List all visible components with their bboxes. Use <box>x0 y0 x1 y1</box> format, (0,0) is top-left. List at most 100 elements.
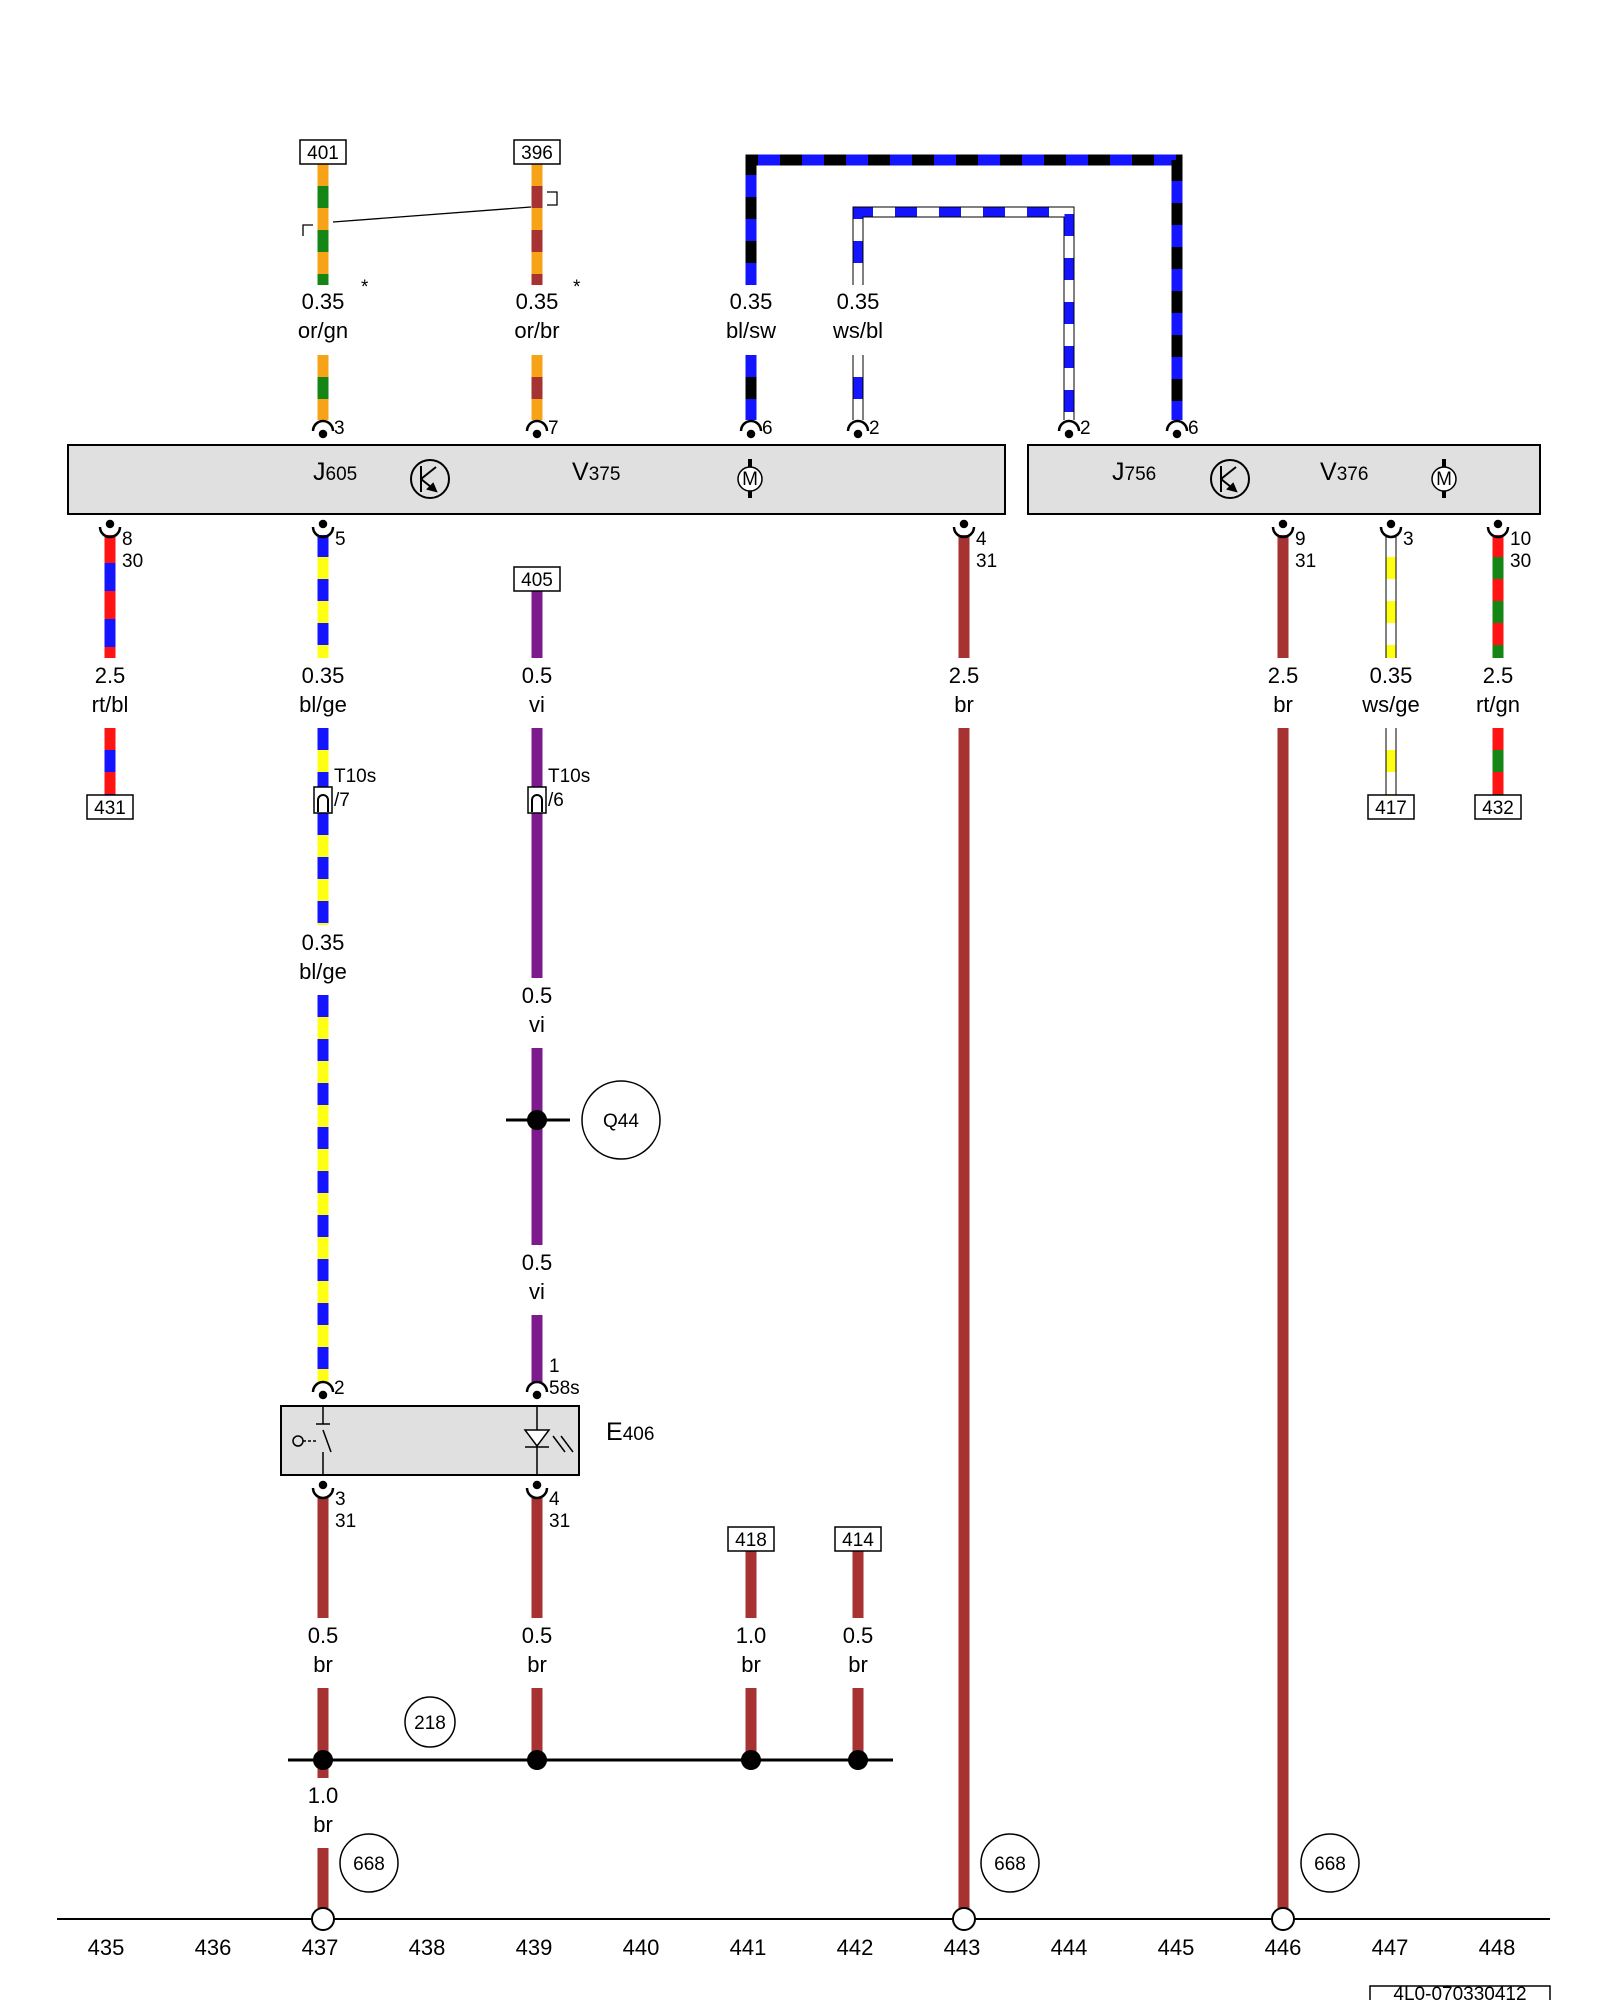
ground-218-label: 218 <box>414 1713 446 1734</box>
wire-color-label: rt/gn <box>1476 692 1520 717</box>
wire-size-label: 1.0 <box>308 1783 339 1808</box>
component-label-v375: V375 <box>572 458 620 486</box>
reference-box-label: 396 <box>521 143 553 164</box>
component-label-j756: J756 <box>1112 458 1156 486</box>
wire-labels: 0.35 * or/gn 0.35 * or/br 0.35 bl/sw 0.3… <box>92 277 1520 1837</box>
wire-size-label: 2.5 <box>949 663 980 688</box>
ground-points <box>311 1907 1295 1931</box>
wire-size-label: 0.35 <box>302 289 345 314</box>
pin-connector-icon <box>846 419 870 432</box>
wire-color-label: br <box>954 692 974 717</box>
wire-star-mark: * <box>361 277 369 298</box>
wire-color-label: bl/ge <box>299 959 347 984</box>
wire-size-label: 0.35 <box>516 289 559 314</box>
track-number: 446 <box>1265 1935 1302 1960</box>
pin-connector-icon <box>311 419 335 432</box>
connector-name-label: T10s <box>334 766 376 787</box>
wire-color-label: rt/bl <box>92 692 129 717</box>
wire-bl-sw <box>745 154 1183 420</box>
wire-color-label: br <box>848 1652 868 1677</box>
component-label-v376: V376 <box>1320 458 1368 486</box>
wire-color-label: bl/ge <box>299 692 347 717</box>
track-number: 440 <box>623 1935 660 1960</box>
pin-connector-icon <box>525 1487 549 1500</box>
pin-connector-icon <box>311 1380 335 1393</box>
wire-size-label: 2.5 <box>1268 663 1299 688</box>
pin-number: 7 <box>548 418 559 439</box>
wire-size-label: 0.5 <box>843 1623 874 1648</box>
wire-size-label: 0.5 <box>308 1623 339 1648</box>
reference-box-label: 431 <box>94 798 126 819</box>
pin-number: 1 <box>549 1356 560 1377</box>
track-number: 442 <box>837 1935 874 1960</box>
wire-color-label: br <box>741 1652 761 1677</box>
ground-connection-point <box>1271 1907 1295 1931</box>
wire-color-label: br <box>527 1652 547 1677</box>
pin-connector-icon <box>311 526 335 539</box>
track-number: 436 <box>195 1935 232 1960</box>
e406-component-box <box>280 1405 580 1476</box>
ground-connection-point <box>952 1907 976 1931</box>
reference-boxes: 401 396 405 431 417 432 418 414 <box>86 139 1522 1552</box>
wire-star-mark: * <box>573 277 581 298</box>
pin-number: 3 <box>335 1489 346 1510</box>
track-number: 438 <box>409 1935 446 1960</box>
wire-color-label: br <box>1273 692 1293 717</box>
j756-v376-component-box <box>1027 444 1541 515</box>
j605-v375-component-box <box>67 444 1006 515</box>
pin-number: 3 <box>334 418 345 439</box>
wire-color-label: br <box>313 1652 333 1677</box>
splice-point <box>527 1750 547 1770</box>
document-id-box <box>1369 1985 1551 2000</box>
track-number: 447 <box>1372 1935 1409 1960</box>
pin-connector-icon <box>1379 526 1403 539</box>
pin-number: 9 <box>1295 529 1306 550</box>
ground-connection-point <box>311 1907 335 1931</box>
pin-terminal: 31 <box>976 551 997 572</box>
wire-size-label: 0.35 <box>302 930 345 955</box>
pin-number: 2 <box>869 418 880 439</box>
reference-box-label: 417 <box>1375 798 1407 819</box>
motor-symbol-label: M <box>1436 469 1452 490</box>
reference-box-label: 432 <box>1482 798 1514 819</box>
track-number: 445 <box>1158 1935 1195 1960</box>
reference-box-label: 401 <box>307 143 339 164</box>
ground-668-label: 668 <box>353 1854 385 1875</box>
wire-bl-sw-stripe <box>745 154 1183 420</box>
motor-symbol-label: M <box>742 469 758 490</box>
motor-icon: M <box>737 459 763 498</box>
wire-color-label: bl/sw <box>726 318 776 343</box>
pin-terminal: 30 <box>1510 551 1531 572</box>
wire-color-label: vi <box>529 1012 545 1037</box>
pin-connector-icon <box>525 419 549 432</box>
wire-size-label: 0.5 <box>522 1250 553 1275</box>
transistor-icon <box>1210 459 1250 499</box>
connector-pin-label: /6 <box>548 790 564 811</box>
transistor-icon <box>410 459 450 499</box>
pin-connector-icon <box>1486 526 1510 539</box>
pin-number: 6 <box>1188 418 1199 439</box>
wire-size-label: 0.35 <box>837 289 880 314</box>
pin-number: 2 <box>334 1378 345 1399</box>
wire-color-label: or/gn <box>298 318 348 343</box>
t10s-connector-icon <box>313 786 333 814</box>
reference-box-label: 414 <box>842 1530 874 1551</box>
pin-number: 8 <box>122 529 133 550</box>
wire-ws-bl-outline <box>852 206 1075 420</box>
wire-size-label: 2.5 <box>95 663 126 688</box>
connector-name-label: T10s <box>548 766 590 787</box>
t10s-connector-icon <box>527 786 547 814</box>
track-number: 441 <box>730 1935 767 1960</box>
splice-point <box>848 1750 868 1770</box>
pin-terminal: 31 <box>1295 551 1316 572</box>
pin-number: 4 <box>976 529 987 550</box>
switch-icon <box>292 1406 332 1475</box>
wire-twist-bracket <box>302 191 558 236</box>
pin-number: 2 <box>1080 418 1091 439</box>
wire-color-label: br <box>313 1812 333 1837</box>
reference-box-label: 405 <box>521 570 553 591</box>
wire-color-label: vi <box>529 1279 545 1304</box>
pin-terminal: 30 <box>122 551 143 572</box>
pin-connector-icon <box>1165 419 1189 432</box>
